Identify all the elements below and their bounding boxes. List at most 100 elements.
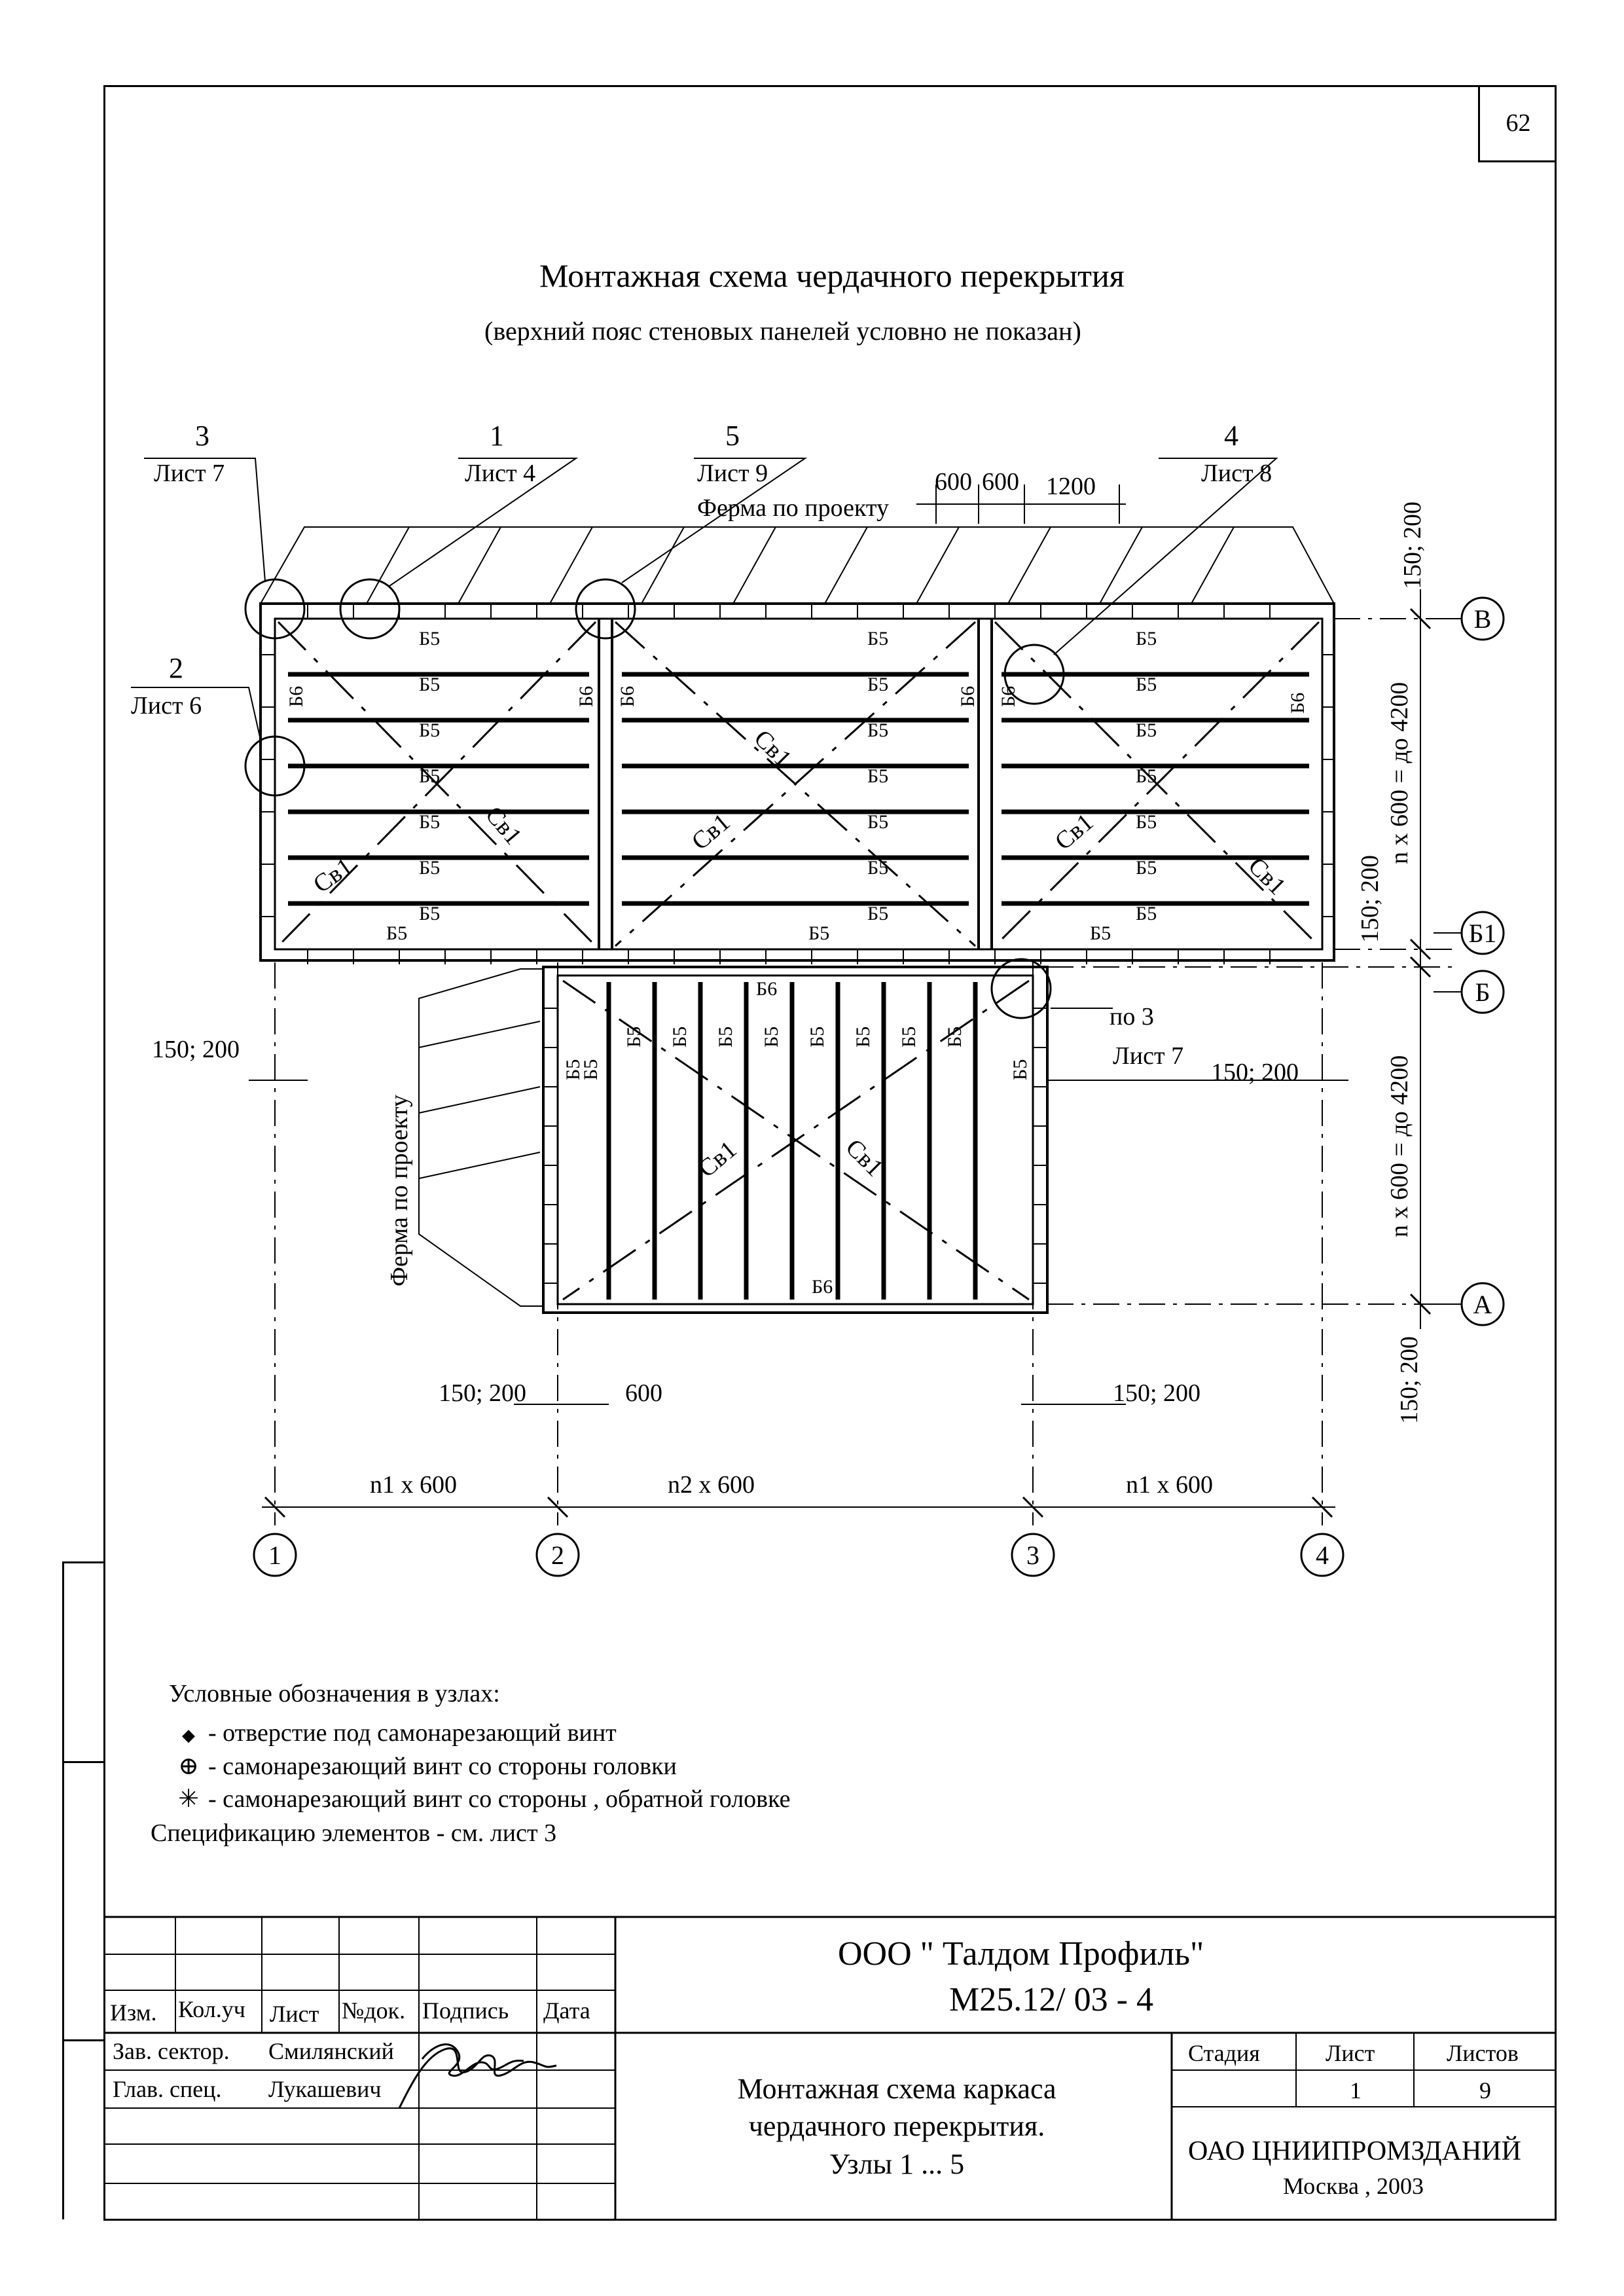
mark-b6: Б6 [285,686,307,707]
axis-label: 3 [1026,1540,1039,1570]
mark-b6: Б6 [617,686,638,707]
callout-ref: Лист 6 [131,692,202,720]
mark-b6: Б6 [756,978,777,1000]
mark-b5: Б5 [419,720,440,741]
callout-num: 2 [169,652,183,684]
dim-right: 150; 200 [1399,501,1426,589]
legend-item: ◆- отверстие под самонарезающий винт [169,1719,617,1747]
mark-b5: Б5 [852,1027,874,1048]
legend-heading: Условные обозначения в узлах: [169,1680,500,1707]
legend-item: ⊕- самонарезающий винт со стороны головк… [169,1751,677,1781]
header-ndok: №док. [342,1997,406,2024]
mark-b5: Б5 [808,922,829,944]
mark-b5: Б5 [419,628,440,649]
sheet-label: Лист [1326,2040,1375,2066]
mark-b5: Б5 [623,1027,645,1048]
header-kol: Кол.уч [178,1996,245,2022]
mark-b5: Б5 [867,765,888,787]
mark-b5: Б5 [867,811,888,833]
mark-b6: Б6 [957,686,979,707]
sheet-number: 62 [1478,85,1557,162]
sheet-value: 1 [1350,2077,1362,2104]
mark-b5: Б5 [867,628,888,649]
city-year: Москва , 2003 [1283,2173,1424,2199]
mark-b5: Б5 [1136,811,1157,833]
axis-label: Б1 [1469,919,1497,948]
organization: ОАО ЦНИИПРОМЗДАНИЙ [1188,2136,1521,2166]
mark-b5: Б5 [867,903,888,924]
screw-back-icon: ✳ [178,1785,199,1813]
callout-po3: по 3 [1110,1003,1154,1030]
drawing-title: Монтажная схема чердачного перекрытия [539,257,1125,294]
dim-right: 150; 200 [1356,855,1384,943]
mark-b5: Б5 [1136,765,1157,787]
doc-title-line: чердачного перекрытия. [748,2110,1045,2142]
dim-bottom: 150; 200 [439,1379,526,1407]
axis-label: А [1473,1290,1492,1319]
mark-b5: Б5 [1009,1059,1031,1080]
mark-b5: Б5 [1136,674,1157,695]
mark-b6: Б6 [575,686,597,707]
dim-right: n x 600 = до 4200 [1386,1055,1413,1237]
truss-label-top: Ферма по проекту [697,494,889,522]
mark-b5: Б5 [562,1059,584,1080]
mark-b5: Б5 [761,1027,782,1048]
dim-span: n2 x 600 [668,1471,755,1499]
callout-num: 4 [1224,420,1238,452]
mark-b5: Б5 [419,857,440,879]
mark-b5: Б5 [419,903,440,924]
axis-label: 1 [268,1540,281,1570]
mark-b5: Б5 [898,1027,920,1048]
mark-b5: Б5 [867,720,888,741]
mark-b5: Б5 [580,1059,602,1080]
callout-ref: Лист 7 [154,460,225,487]
mark-b5: Б5 [1090,922,1111,944]
mark-b5: Б5 [806,1027,828,1048]
document-code: М25.12/ 03 - 4 [949,1981,1153,2018]
callout-num: 3 [195,420,209,452]
mark-b5: Б5 [1136,903,1157,924]
binding-line [62,1561,64,2219]
header-list: Лист [270,2001,319,2027]
dim-right: n x 600 = до 4200 [1386,682,1413,864]
drawing-frame [103,85,1557,2221]
mark-b5: Б5 [386,922,407,944]
mark-b5: Б5 [944,1027,965,1048]
mark-b5: Б5 [867,674,888,695]
callout-po3-ref: Лист 7 [1113,1042,1183,1070]
dim-top: 1200 [1046,473,1096,500]
doc-title-line: Монтажная схема каркаса [737,2073,1056,2105]
truss-label-left: Ферма по проекту [386,1095,413,1286]
legend-item: ✳- самонарезающий винт со стороны , обра… [169,1784,790,1813]
doc-title-line: Узлы 1 ... 5 [829,2148,965,2180]
binding-tick [62,1561,105,1563]
legend-spec: Спецификацию элементов - см. лист 3 [151,1819,557,1847]
mark-b5: Б5 [715,1027,736,1048]
person-name: Смилянский [268,2038,394,2064]
callout-num: 5 [725,420,740,452]
callout-num: 1 [490,420,504,452]
mark-b5: Б5 [1136,628,1157,649]
header-izm: Изм. [110,1999,157,2026]
drawing-subtitle: (верхний пояс стеновых панелей условно н… [484,316,1081,346]
dim-span: n1 x 600 [370,1471,457,1499]
mark-b5: Б5 [419,811,440,833]
header-date: Дата [543,1997,590,2024]
callout-ref: Лист 4 [465,460,535,487]
mark-b5: Б5 [669,1027,691,1048]
stage-label: Стадия [1188,2040,1260,2066]
mark-b5: Б5 [867,857,888,879]
person-name: Лукашевич [268,2076,382,2102]
dim-right-inner: 150; 200 [1211,1059,1299,1086]
binding-tick [62,2039,105,2041]
dim-right: 150; 200 [1396,1336,1423,1424]
dim-bottom: 600 [625,1379,662,1407]
sheets-value: 9 [1479,2077,1491,2104]
hole-icon: ◆ [182,1726,195,1745]
mark-b6: Б6 [812,1276,833,1298]
axis-label: 4 [1316,1540,1329,1570]
dim-bottom: 150; 200 [1113,1379,1200,1407]
header-signature: Подпись [422,1997,509,2024]
